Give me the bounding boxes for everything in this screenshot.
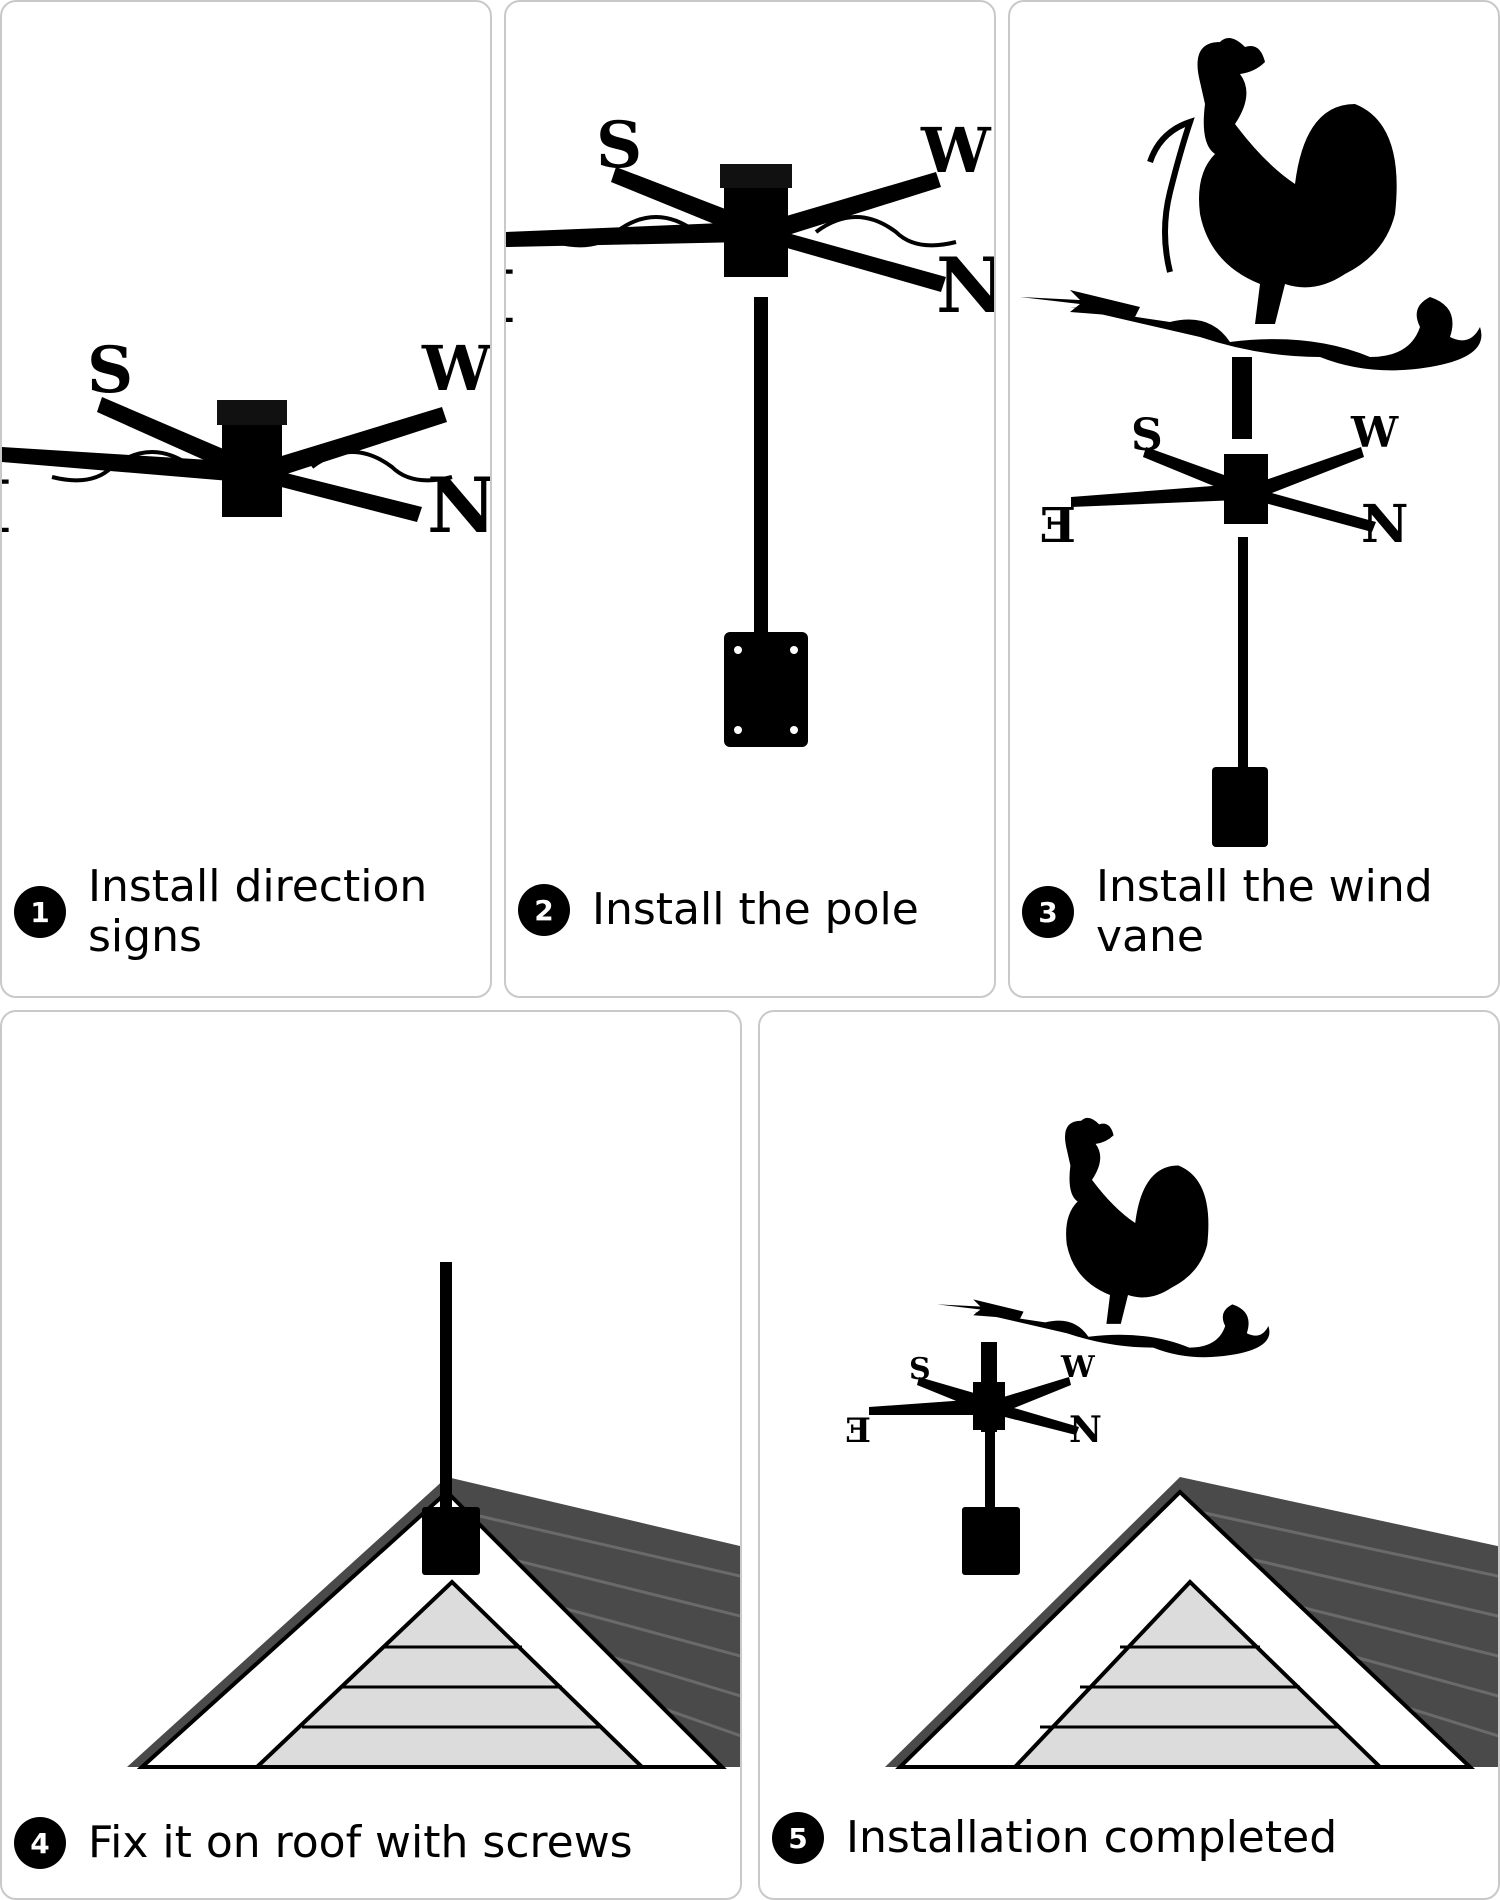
pole	[985, 1432, 995, 1522]
east-letter: E	[2, 464, 12, 549]
step-panel-3: E S W N 3 Install the wind vane	[1008, 0, 1500, 998]
south-letter: S	[596, 108, 642, 183]
completed-installation-illustration: E S W N	[845, 1117, 1498, 1769]
east-letter: E	[845, 1411, 871, 1451]
north-letter: N	[1361, 494, 1409, 555]
step-label: Installation completed	[846, 1812, 1338, 1863]
south-letter: S	[87, 333, 133, 408]
north-letter: N	[936, 241, 996, 330]
mounting-plate	[1212, 767, 1268, 847]
step-panel-1: E S W N 1 Install direction signs	[0, 0, 492, 998]
east-letter: E	[506, 254, 516, 339]
west-letter: W	[421, 332, 492, 405]
mounting-plate	[724, 632, 808, 747]
gable-siding	[251, 1579, 647, 1769]
west-letter: W	[1350, 408, 1399, 457]
pole	[754, 297, 768, 717]
step-number-badge: 1	[14, 886, 66, 938]
step-label: Install the wind vane	[1096, 861, 1433, 962]
north-letter: N	[1069, 1409, 1102, 1451]
pole-illustration: E S W N	[506, 108, 996, 747]
rooster-silhouette	[1147, 38, 1397, 324]
step-caption-1: 1 Install direction signs	[14, 862, 427, 962]
arrow-tip	[1020, 290, 1140, 317]
gable-siding	[1010, 1579, 1385, 1769]
rooster-silhouette	[937, 1117, 1270, 1358]
step-number-badge: 4	[14, 1817, 66, 1869]
mounting-plate	[962, 1507, 1020, 1575]
east-letter: E	[1039, 498, 1076, 554]
step-label: Install direction signs	[88, 861, 428, 962]
vane-rod	[1232, 357, 1252, 439]
step-caption-2: 2 Install the pole	[518, 884, 919, 936]
step-label: Fix it on roof with screws	[88, 1817, 633, 1868]
step-number-badge: 3	[1022, 886, 1074, 938]
step-panel-2: E S W N 2 Install the pole	[504, 0, 996, 998]
pole	[1238, 537, 1248, 777]
step-caption-4: 4 Fix it on roof with screws	[14, 1817, 633, 1869]
vane-body	[1070, 297, 1482, 371]
step-caption-3: 3 Install the wind vane	[1022, 862, 1433, 962]
step-number-badge: 2	[518, 884, 570, 936]
mounting-plate	[422, 1507, 480, 1575]
step-panel-4: 4 Fix it on roof with screws	[0, 1010, 742, 1900]
wind-vane-illustration: E S W N	[1020, 38, 1482, 847]
pole	[440, 1262, 452, 1522]
step-panel-5: E S W N 5 Installation completed	[758, 1010, 1500, 1900]
west-letter: W	[920, 114, 992, 187]
west-letter: W	[1060, 1350, 1096, 1385]
direction-signs-illustration: E S W N	[2, 332, 492, 550]
south-letter: S	[909, 1352, 931, 1387]
step-number-badge: 5	[772, 1812, 824, 1864]
step-label: Install the pole	[592, 884, 919, 935]
roof-mount-illustration	[127, 1262, 740, 1769]
south-letter: S	[1131, 410, 1163, 461]
north-letter: N	[427, 461, 492, 550]
step-caption-5: 5 Installation completed	[772, 1812, 1337, 1864]
